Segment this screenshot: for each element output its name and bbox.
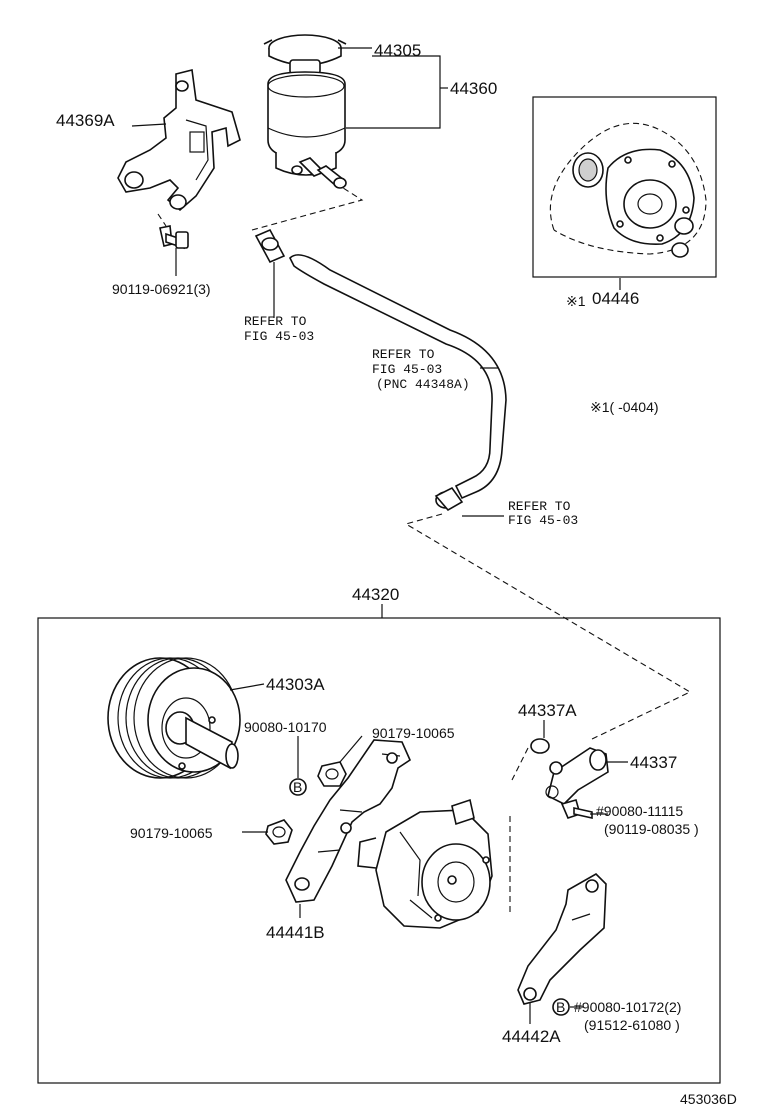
label-nut-upper: 90179-10065 [372,725,455,741]
label-gasket-kit-mark: ※1 [566,293,586,309]
label-gasket-kit: 04446 [592,289,639,308]
label-bolt-arm-2: (91512-61080 ) [584,1017,680,1033]
reservoir-tank [267,71,347,189]
label-bolt-union-2: (90119-08035 ) [604,821,699,837]
label-bracket-top: 44369A [56,111,115,130]
leader-lines [131,47,628,1024]
label-diagram-id: 453036D [680,1091,737,1107]
hose-dashline-top [251,185,364,231]
label-reservoir: 44360 [450,79,497,98]
label-oring: 44337A [518,701,577,720]
circle-b-label-2: B [556,999,565,1015]
nut-left [265,819,293,845]
label-nut-b: 90080-10170 [244,719,327,735]
nut-upper [317,761,347,787]
pulley [107,657,241,779]
label-reservoir-cap: 44305 [374,41,421,60]
oring-dashline [511,747,529,781]
refer-mid-line1: REFER TO [372,347,435,362]
label-footnote: ※1( -0404) [590,399,659,415]
refer-mid-line3: (PNC 44348A) [376,377,470,392]
refer-left-line2: FIG 45-03 [244,329,314,344]
refer-mid-line2: FIG 45-03 [372,362,442,377]
label-assembly: 44320 [352,585,399,604]
reservoir-cap [263,34,347,75]
bolt-union [560,799,593,819]
label-bolt-top: 90119-06921(3) [112,281,211,297]
pump-body [357,798,493,929]
union-fitting [545,747,609,805]
circle-b-marker-2: B [552,998,570,1016]
return-hose [254,228,507,512]
label-nut-left: 90179-10065 [130,825,213,841]
label-bracket-lower: 44441B [266,923,325,942]
bolt-top [159,225,189,250]
hose-dashline-bottom [404,513,692,741]
circle-b-label: B [293,779,302,795]
assembly-box [37,617,721,1084]
refer-right-line1: REFER TO [508,499,571,514]
bracket-top [117,69,241,212]
refer-left-line1: REFER TO [244,314,307,329]
bracket-lower [285,739,412,903]
refer-right-line2: FIG 45-03 [508,513,578,528]
label-union: 44337 [630,753,677,772]
bracket-arm [517,873,607,1005]
oring [530,738,550,754]
label-bolt-union-1: #90080-11115 [596,803,683,819]
label-bracket-arm: 44442A [502,1027,561,1046]
label-pulley: 44303A [266,675,325,694]
bolt-top-dashline [157,213,167,227]
circle-b-marker: B [289,778,307,796]
label-bolt-arm-1: #90080-10172(2) [574,999,681,1015]
gasket-kit-box [532,96,717,278]
